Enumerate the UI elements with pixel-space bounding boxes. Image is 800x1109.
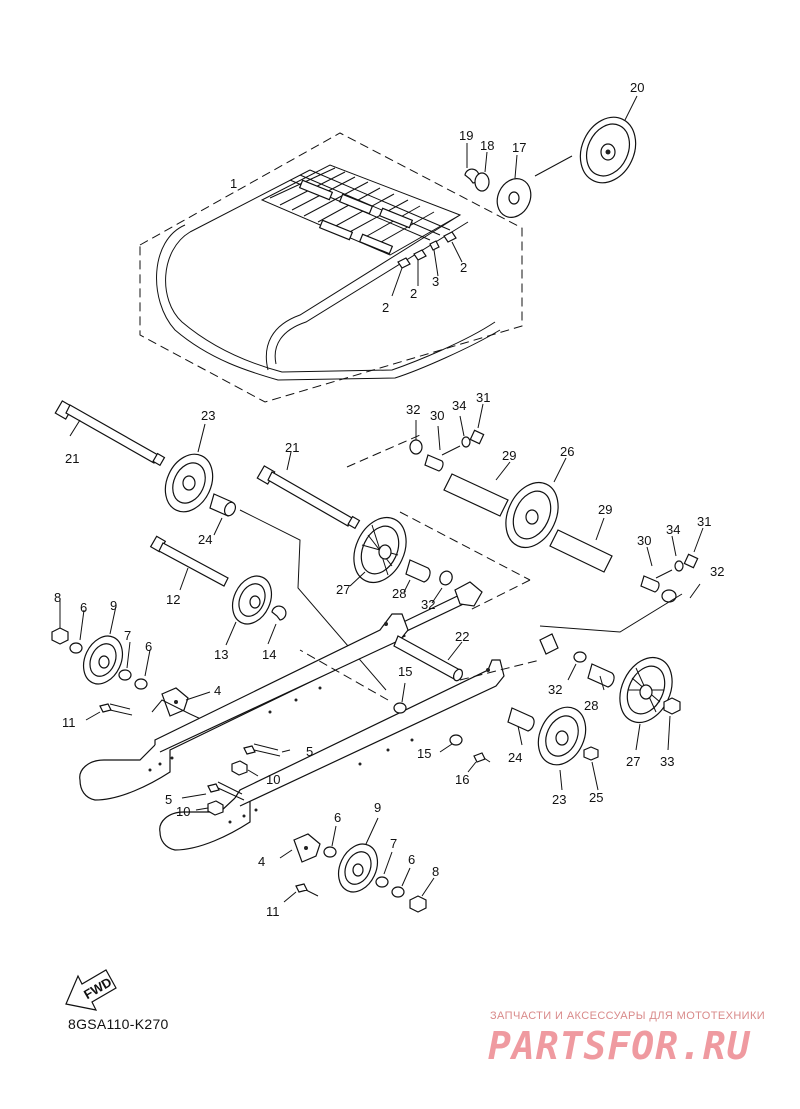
rear-axle-left [54, 400, 387, 691]
clip-parts [391, 231, 463, 297]
rear-wheels-right [439, 633, 681, 791]
callout: 8 [54, 590, 61, 605]
callout-numbers: 1 2 2 2 3 17 18 19 20 21 23 24 12 13 14 … [54, 80, 724, 919]
callout: 18 [480, 138, 494, 153]
callout: 32 [710, 564, 724, 579]
callout: 6 [334, 810, 341, 825]
callout: 24 [508, 750, 522, 765]
callout: 30 [637, 533, 651, 548]
rear-axle-middle [256, 451, 453, 604]
callout: 33 [660, 754, 674, 769]
front-axle [149, 535, 287, 646]
callout: 32 [421, 597, 435, 612]
callout: 10 [266, 772, 280, 787]
callout: 31 [697, 514, 711, 529]
diagram-code: 8GSA110-K270 [68, 1016, 169, 1032]
callout: 5 [165, 792, 172, 807]
callout: 17 [512, 140, 526, 155]
callout: 14 [262, 647, 276, 662]
callout: 20 [630, 80, 644, 95]
callout: 4 [214, 683, 221, 698]
callout: 13 [214, 647, 228, 662]
track-assembly [139, 132, 523, 403]
callout: 15 [417, 746, 431, 761]
callout: 26 [560, 444, 574, 459]
callout: 27 [626, 754, 640, 769]
callout: 16 [455, 772, 469, 787]
fwd-arrow-icon: FWD [65, 969, 117, 1011]
callout: 23 [201, 408, 215, 423]
callout: 2 [410, 286, 417, 301]
slide-rails [79, 581, 541, 851]
callout: 28 [392, 586, 406, 601]
callout: 9 [110, 598, 117, 613]
callout: 27 [336, 582, 350, 597]
callout: 34 [452, 398, 466, 413]
callout: 25 [589, 790, 603, 805]
callout: 29 [502, 448, 516, 463]
callout: 22 [455, 629, 469, 644]
callout: 9 [374, 800, 381, 815]
callout: 24 [198, 532, 212, 547]
callout: 32 [548, 682, 562, 697]
front-wheel-right [181, 743, 435, 913]
callout: 21 [285, 440, 299, 455]
callout: 3 [432, 274, 439, 289]
callout: 19 [459, 128, 473, 143]
callout: 1 [230, 176, 237, 191]
rear-axle-right [346, 403, 704, 633]
callout: 10 [176, 804, 190, 819]
callout: 32 [406, 402, 420, 417]
front-wheel-left [51, 598, 217, 727]
callout: 29 [598, 502, 612, 517]
callout: 30 [430, 408, 444, 423]
callout: 11 [62, 715, 76, 730]
idler-wheel-group-top [464, 95, 638, 218]
callout: 23 [552, 792, 566, 807]
callout: 12 [166, 592, 180, 607]
callout: 8 [432, 864, 439, 879]
callout: 28 [584, 698, 598, 713]
callout: 7 [124, 628, 131, 643]
callout: 21 [65, 451, 79, 466]
callout: 7 [390, 836, 397, 851]
callout: 2 [460, 260, 467, 275]
callout: 31 [476, 390, 490, 405]
callout: 11 [266, 904, 280, 919]
callout: 15 [398, 664, 412, 679]
callout: 34 [666, 522, 680, 537]
callout: 5 [306, 744, 313, 759]
watermark-tagline: ЗАПЧАСТИ И АКСЕССУАРЫ ДЛЯ МОТОТЕХНИКИ [490, 1010, 766, 1022]
callout: 4 [258, 854, 265, 869]
watermark-logo: PARTSFOR.RU [488, 1024, 751, 1068]
callout: 6 [408, 852, 415, 867]
callout: 2 [382, 300, 389, 315]
callout: 6 [145, 639, 152, 654]
callout: 6 [80, 600, 87, 615]
